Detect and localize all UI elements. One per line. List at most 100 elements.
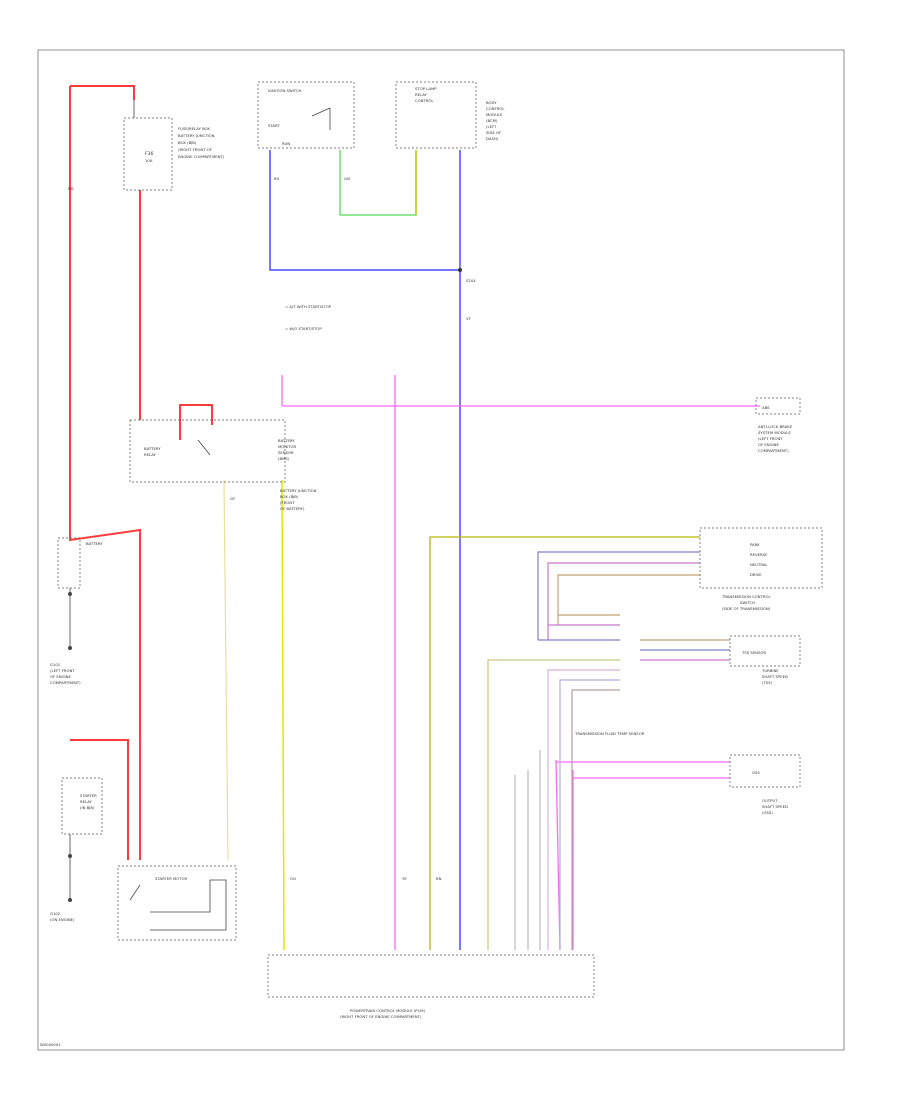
- tcm-line: TRANSMISSION CONTROL: [721, 594, 771, 599]
- wire-yellow: [281, 479, 285, 951]
- battery-relay-line: RELAY: [144, 452, 157, 457]
- bms-line: MONITOR: [278, 444, 297, 449]
- tss-line: TURBINE: [761, 668, 779, 673]
- starter-relay-line: STARTER: [80, 793, 97, 798]
- wire-label-bu: BU: [274, 176, 280, 181]
- ground-1-line: COMPARTMENT): [50, 680, 81, 685]
- tcm-line: (SIDE OF TRANSMISSION): [722, 606, 771, 611]
- tr-line: PARK: [750, 542, 760, 547]
- ground-2-line: G102: [50, 911, 61, 916]
- bcm-line: BODY: [486, 100, 497, 105]
- fuse-box-line: ENGINE COMPARTMENT): [178, 154, 225, 159]
- wire-trans-bundle: [487, 551, 730, 950]
- abs-line: OF ENGINE: [758, 442, 780, 447]
- abs-line: (LEFT FRONT: [758, 436, 783, 441]
- starter-motor: STARTER MOTOR: [117, 865, 237, 941]
- splice-label: S204: [466, 278, 476, 283]
- ground-1-line: (LEFT FRONT: [50, 668, 75, 673]
- fuse-box-title: FUSE/RELAY BOX: [178, 126, 210, 131]
- tr-sensor: PARK REVERSE NEUTRAL DRIVE TRANSMISSION …: [699, 527, 823, 611]
- bcm-line: MODULE: [486, 112, 503, 117]
- bjb-line: (FRONT: [280, 500, 295, 505]
- fuse-rating: 10A: [145, 158, 153, 163]
- stop-lamp-title: STOP LAMP: [415, 86, 437, 91]
- fuse-box-line: (RIGHT FRONT OF: [178, 147, 212, 152]
- tr-line: REVERSE: [750, 552, 768, 557]
- starter-relay-line: RELAY: [80, 799, 93, 804]
- stop-lamp-line: CONTROL: [415, 98, 434, 103]
- abs-module: ABS ANTI-LOCK BRAKE SYSTEM MODULE (LEFT …: [755, 397, 801, 453]
- wire-green: [339, 150, 417, 216]
- battery-relay-line: BATTERY: [144, 446, 161, 451]
- ignition-position-start: START: [268, 123, 280, 128]
- stop-lamp-relay: STOP LAMP RELAY CONTROL BODY CONTROL MOD…: [395, 81, 505, 149]
- battery-section: BATTERY G101 (LEFT FRONT OF ENGINE COMPA…: [50, 537, 103, 685]
- wire-label-og: OG: [290, 876, 296, 881]
- oss-line: OUTPUT: [762, 798, 778, 803]
- wire-label-bn: BN: [436, 876, 442, 881]
- bcm-line: SIDE OF: [486, 130, 501, 135]
- bjb-line: BATTERY JUNCTION: [280, 488, 317, 493]
- wire-olive: [429, 536, 700, 950]
- stop-lamp-line: RELAY: [415, 92, 428, 97]
- bcm-line: CONTROL: [486, 106, 505, 111]
- wire-labels: RD BU GN VT YE OG GY BN: [68, 176, 472, 881]
- wire-label-gy: GY: [230, 496, 236, 501]
- abs-line: ANTI-LOCK BRAKE: [758, 424, 793, 429]
- diagram-frame: [37, 49, 845, 1051]
- wire-blue: [269, 150, 461, 950]
- tss-line: SHAFT SPEED: [762, 674, 788, 679]
- bms-line: (BMS): [278, 456, 290, 461]
- oss-line: (OSS): [762, 810, 773, 815]
- wire-label-vt: VT: [466, 316, 472, 321]
- splice-dot: [458, 268, 462, 272]
- footer-code: W0000001: [40, 1042, 61, 1047]
- oss-line: SHAFT SPEED: [762, 804, 788, 809]
- fuse-box-line: BOX (BJB): [178, 140, 197, 145]
- pcm-module: POWERTRAIN CONTROL MODULE (PCM) (RIGHT F…: [267, 954, 595, 1019]
- bjb-line: BOX (BJB): [280, 494, 299, 499]
- tss-sensor: TSS SENSOR TURBINE SHAFT SPEED (TSS): [729, 635, 801, 685]
- top-fuse-box: F36 10A FUSE/RELAY BOX BATTERY JUNCTION …: [123, 100, 225, 191]
- tft-sensor-label: TRANSMISSION FLUID TEMP SENSOR: [574, 731, 645, 736]
- tr-line: DRIVE: [750, 572, 762, 577]
- pcm-line: (RIGHT FRONT OF ENGINE COMPARTMENT): [340, 1014, 422, 1019]
- ground-1-line: OF ENGINE: [50, 674, 72, 679]
- bjb-line: OF BATTERY): [280, 506, 305, 511]
- bcm-line: (BCM): [486, 118, 498, 123]
- bms-line: BATTERY: [278, 438, 295, 443]
- tss-label: TSS SENSOR: [741, 650, 766, 655]
- oss-label: OSS: [752, 770, 760, 775]
- wire-red: [69, 85, 213, 860]
- tss-line: (TSS): [762, 680, 773, 685]
- bcm-line: DASH): [486, 136, 499, 141]
- wire-violet: [281, 375, 760, 951]
- starter-relay-line: (IN BJB): [80, 805, 95, 810]
- fuse-id: F36: [145, 151, 153, 157]
- battery-relay-section: BATTERY RELAY BATTERY MONITOR SENSOR (BM…: [129, 419, 317, 511]
- battery-label: BATTERY: [86, 541, 103, 546]
- wire-tan: [223, 479, 229, 861]
- tcm-line: SWITCH: [740, 600, 755, 605]
- ground-1-line: G101: [50, 662, 61, 667]
- ignition-switch: IGNITION SWITCH START RUN: [257, 81, 355, 149]
- abs-line: COMPARTMENT): [758, 448, 789, 453]
- abs-title: ABS: [762, 405, 770, 410]
- tr-line: NEUTRAL: [750, 562, 768, 567]
- ignition-position-run: RUN: [282, 141, 290, 146]
- ground-2-line: (ON ENGINE): [50, 917, 75, 922]
- legend: = A/T WITH START/STOP = W/O START/STOP: [285, 304, 332, 331]
- bcm-line: (LEFT: [486, 124, 497, 129]
- starter-relay: STARTER RELAY (IN BJB) G102 (ON ENGINE): [50, 777, 103, 922]
- wire-label-gn: GN: [344, 176, 350, 181]
- legend-item-2: = W/O START/STOP: [285, 326, 322, 331]
- wire-label-ye: YE: [402, 876, 407, 881]
- starter-motor-label: STARTER MOTOR: [155, 876, 188, 881]
- fuse-box-line: BATTERY JUNCTION: [178, 133, 215, 138]
- pcm-line: POWERTRAIN CONTROL MODULE (PCM): [350, 1008, 425, 1013]
- oss-sensor: OSS OUTPUT SHAFT SPEED (OSS): [729, 754, 801, 815]
- wire-label-rd: RD: [68, 186, 74, 191]
- ignition-switch-title: IGNITION SWITCH: [268, 88, 302, 93]
